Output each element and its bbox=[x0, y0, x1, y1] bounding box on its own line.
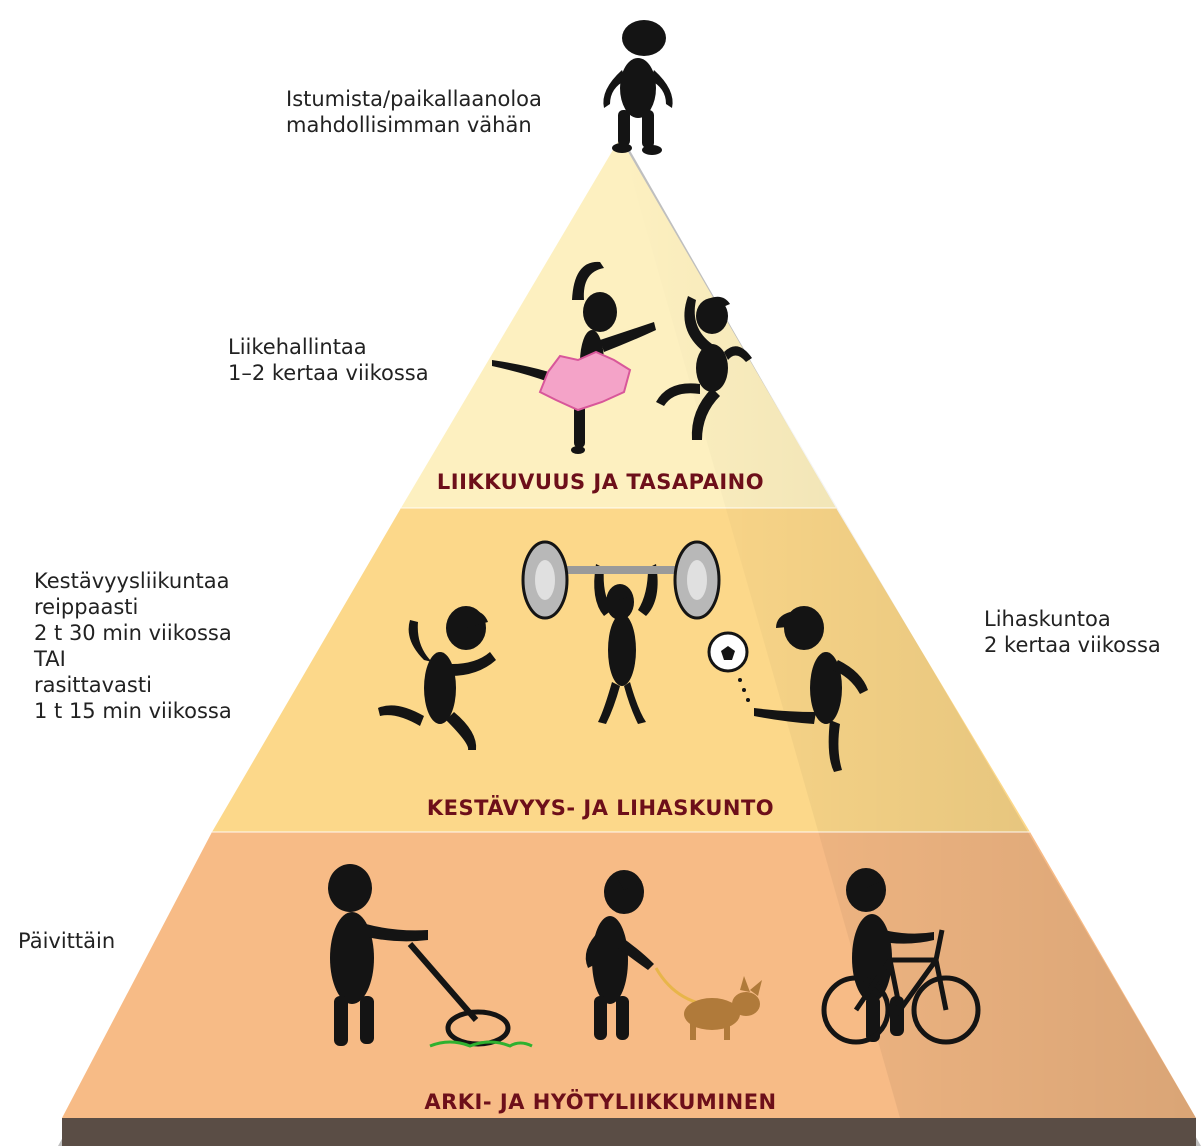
pyramid-base-band bbox=[62, 1118, 1196, 1146]
strength-note: Lihaskuntoa 2 kertaa viikossa bbox=[984, 607, 1161, 657]
barbell-icon bbox=[521, 540, 721, 620]
tier-title-mobility: LIIKKUVUUS JA TASAPAINO bbox=[436, 470, 765, 494]
grass-icon bbox=[429, 1040, 533, 1048]
football-player-icon bbox=[754, 606, 868, 772]
runner-icon bbox=[378, 606, 496, 750]
mobility-note: Liikehallintaa 1–2 kertaa viikossa bbox=[228, 335, 429, 385]
sitting-note: Istumista/paikallaanoloa mahdollisimman … bbox=[286, 87, 542, 137]
dancing-figure-icon bbox=[656, 296, 752, 440]
tutu-icon bbox=[538, 350, 632, 412]
sitting-figure-icon bbox=[603, 20, 673, 155]
tier-title-everyday: ARKI- JA HYÖTYLIIKKUMINEN bbox=[424, 1090, 777, 1114]
weightlifter-icon bbox=[594, 564, 658, 724]
cyclist-icon bbox=[846, 868, 934, 1042]
daily-note: Päivittäin bbox=[18, 929, 116, 953]
soccer-ball-icon bbox=[707, 631, 750, 702]
endurance-note: Kestävyysliikuntaa reippaasti 2 t 30 min… bbox=[34, 569, 232, 723]
pyramid-right-shade bbox=[620, 138, 1196, 1118]
tier-title-endurance: KESTÄVYYS- JA LIHASKUNTO bbox=[426, 796, 775, 820]
dog-icon bbox=[684, 976, 762, 1040]
lawn-mower-figure-icon bbox=[328, 864, 511, 1047]
bicycle-icon bbox=[821, 929, 981, 1045]
dog-walker-icon bbox=[585, 870, 654, 1040]
